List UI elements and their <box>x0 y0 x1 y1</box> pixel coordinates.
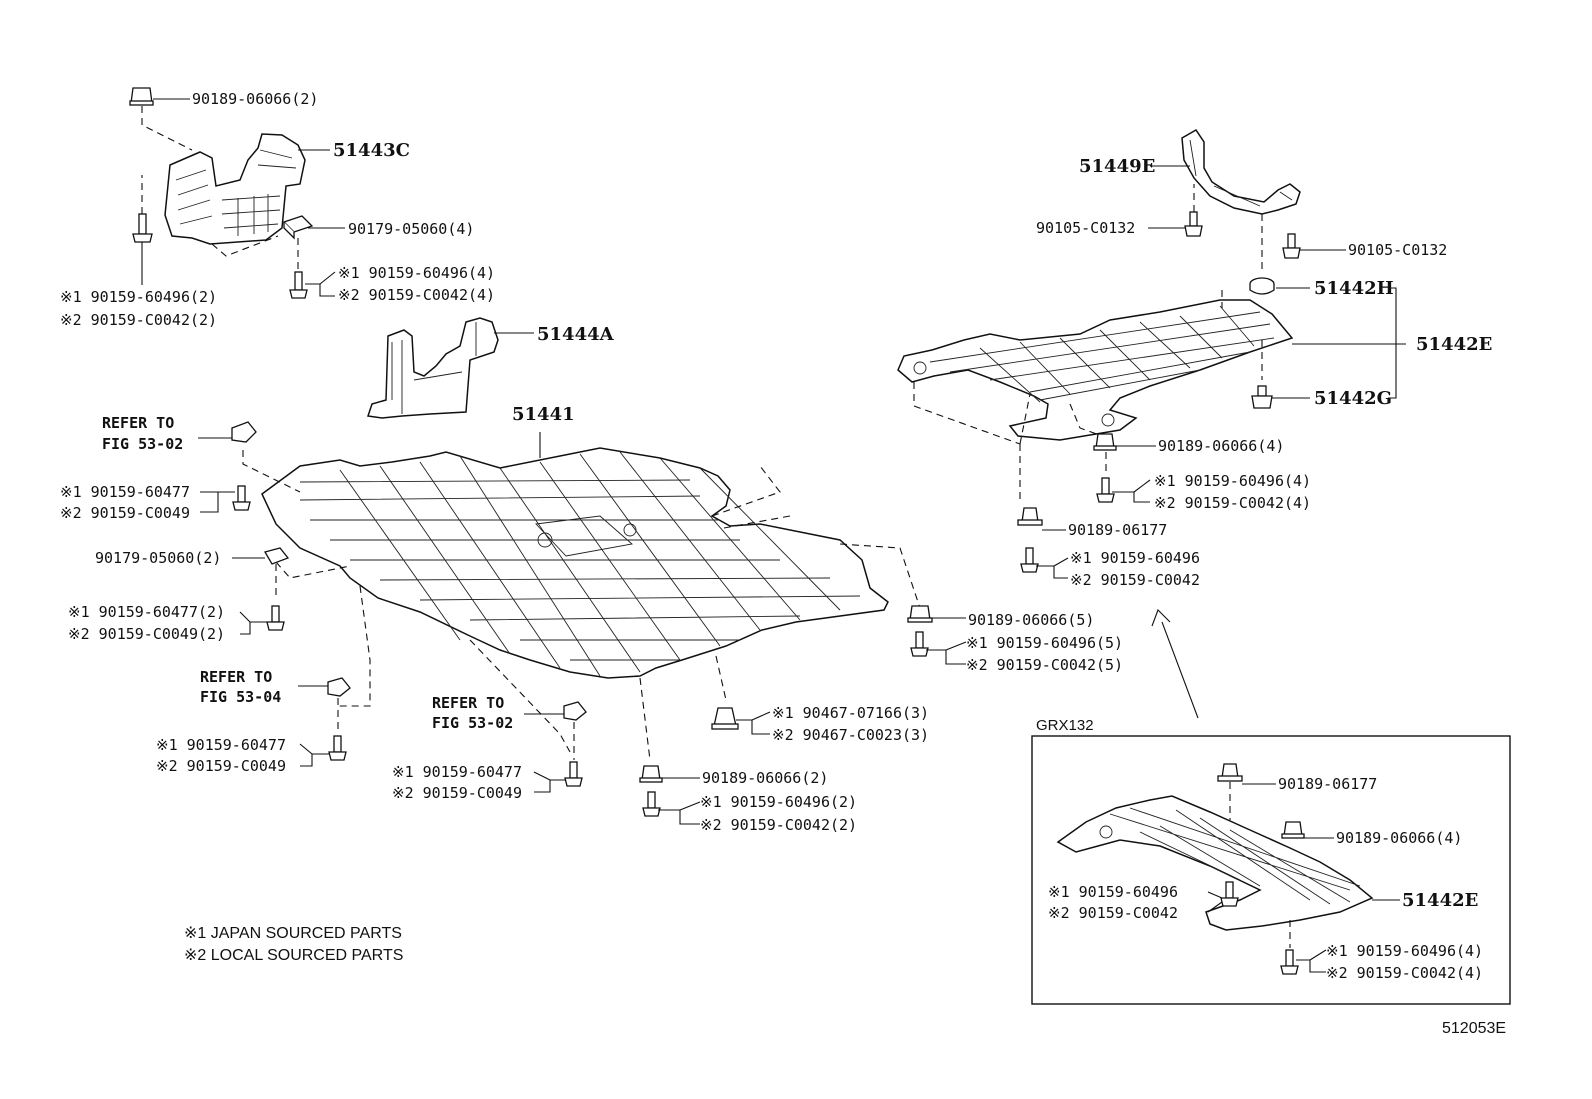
clip-90189-06177-tr <box>1017 507 1043 526</box>
label-refer-2a: REFER TO <box>200 668 272 686</box>
label-refer-1a: REFER TO <box>102 414 174 432</box>
under-cover-51442e-grx132 <box>1056 795 1374 931</box>
label-ml-j-60477-2: ※1 90159-60477(2) <box>68 603 225 621</box>
label-90179-05060-4: 90179-05060(4) <box>348 220 474 238</box>
arrow-to-inset <box>1151 609 1199 719</box>
label-51442g: 51442G <box>1314 388 1392 409</box>
label-tr-l-c0042: ※2 90159-C0042 <box>1070 571 1200 589</box>
label-tr-l-c0042-4: ※2 90159-C0042(4) <box>1154 494 1311 512</box>
bolt-90159-60496-grx <box>1220 881 1239 907</box>
label-bc-90189-2: 90189-06066(2) <box>702 769 828 787</box>
clip-refer-53-04 <box>327 677 351 697</box>
label-refer-2b: FIG 53-04 <box>200 688 281 706</box>
legend-japan-sourced: ※1 JAPAN SOURCED PARTS <box>184 925 402 942</box>
label-refer-3a: REFER TO <box>432 694 504 712</box>
label-51442h: 51442H <box>1314 278 1394 299</box>
label-bl-l-c0049: ※2 90159-C0049 <box>156 757 286 775</box>
bolt-90105-c0132-b <box>1282 233 1301 259</box>
clip-90189-06066-mr <box>907 605 933 623</box>
label-90105-b: 90105-C0132 <box>1348 241 1447 259</box>
label-51444a: 51444A <box>537 324 615 345</box>
spacer-51442h <box>1249 277 1275 295</box>
grx132-inset-box <box>1031 735 1511 1005</box>
under-cover-51441 <box>261 447 889 679</box>
label-mr-j-60496-5: ※1 90159-60496(5) <box>966 634 1123 652</box>
clip-90189-06066-top <box>129 87 154 106</box>
bolt-90159-60496-4-grx <box>1280 949 1299 975</box>
label-grx-90189-06177: 90189-06177 <box>1278 775 1377 793</box>
label-grx-l-c0042: ※2 90159-C0042 <box>1048 904 1178 922</box>
bolt-90159-60496-tl-right <box>289 271 308 299</box>
label-mr-90189-5: 90189-06066(5) <box>968 611 1094 629</box>
label-90189-06066-2-top: 90189-06066(2) <box>192 90 318 108</box>
bolt-90159-60477-c <box>564 761 583 787</box>
label-bc-j-60496-2: ※1 90159-60496(2) <box>700 793 857 811</box>
bolt-90105-c0132-a <box>1184 211 1203 237</box>
bolt-90159-60477-a <box>232 485 251 511</box>
label-ml-l-c0049: ※2 90159-C0049 <box>60 504 190 522</box>
bolt-90159-60496-bc <box>642 791 661 817</box>
under-cover-51442e <box>897 299 1294 441</box>
label-ml-j-60477: ※1 90159-60477 <box>60 483 190 501</box>
label-bc-l-c0042-2: ※2 90159-C0042(2) <box>700 816 857 834</box>
bolt-90159-60496-tl-left <box>132 213 153 243</box>
bolt-90159-60477-b <box>328 735 347 761</box>
diagram-code: 512053E <box>1442 1020 1506 1037</box>
cover-51444a <box>367 317 499 419</box>
label-tl-j-bolt2: ※1 90159-60496(2) <box>60 288 217 306</box>
cover-51443c <box>164 133 306 245</box>
label-grx-51442e: 51442E <box>1402 890 1478 911</box>
label-51441: 51441 <box>512 404 575 425</box>
label-90179-05060-2: 90179-05060(2) <box>95 549 221 567</box>
clip-90189-06177-grx <box>1217 763 1243 782</box>
label-refer-1b: FIG 53-02 <box>102 435 183 453</box>
label-90105-a: 90105-C0132 <box>1036 219 1135 237</box>
bolt-90159-60477-2 <box>266 605 285 631</box>
label-grx-l-c0042-4: ※2 90159-C0042(4) <box>1326 964 1483 982</box>
legend-local-sourced: ※2 LOCAL SOURCED PARTS <box>184 947 403 964</box>
label-grx-j-60496-4: ※1 90159-60496(4) <box>1326 942 1483 960</box>
label-tl-j-bolt4: ※1 90159-60496(4) <box>338 264 495 282</box>
clip-refer-53-02-center <box>563 701 587 721</box>
label-tr-j-60496: ※1 90159-60496 <box>1070 549 1200 567</box>
label-tl-l-bolt4: ※2 90159-C0042(4) <box>338 286 495 304</box>
clip-90189-06066-tr <box>1093 433 1117 451</box>
nut-90179-05060-4 <box>282 215 314 240</box>
label-refer-3b: FIG 53-02 <box>432 714 513 732</box>
label-90467-l: ※2 90467-C0023(3) <box>772 726 929 744</box>
nut-90179-05060-2 <box>264 547 290 565</box>
label-tr-90189-4: 90189-06066(4) <box>1158 437 1284 455</box>
label-90467-j: ※1 90467-07166(3) <box>772 704 929 722</box>
label-ml-l-c0049-2: ※2 90159-C0049(2) <box>68 625 225 643</box>
label-tr-j-60496-4: ※1 90159-60496(4) <box>1154 472 1311 490</box>
bolt-90159-60496-tr <box>1096 477 1115 503</box>
bolt-90159-60496-mr <box>910 631 929 657</box>
clip-refer-53-02-left <box>231 421 257 443</box>
label-bl-j-60477: ※1 90159-60477 <box>156 736 286 754</box>
label-51443c: 51443C <box>333 140 410 161</box>
label-tl-l-bolt2: ※2 90159-C0042(2) <box>60 311 217 329</box>
clip-90467 <box>711 707 739 730</box>
bolt-90159-60496-tr2 <box>1020 547 1039 573</box>
label-51449e: 51449E <box>1079 156 1155 177</box>
bracket-51449e <box>1181 129 1301 215</box>
label-mr-l-c0042-5: ※2 90159-C0042(5) <box>966 656 1123 674</box>
clip-90189-06066-grx <box>1281 821 1305 839</box>
label-bc-j-60477: ※1 90159-60477 <box>392 763 522 781</box>
clip-90189-06066-bc <box>639 765 663 783</box>
label-bc-l-c0049: ※2 90159-C0049 <box>392 784 522 802</box>
label-tr-90189-06177: 90189-06177 <box>1068 521 1167 539</box>
label-grx132: GRX132 <box>1036 717 1094 734</box>
label-grx-j-60496: ※1 90159-60496 <box>1048 883 1178 901</box>
spacer-51442g <box>1251 385 1273 409</box>
label-grx-90189-4: 90189-06066(4) <box>1336 829 1462 847</box>
label-51442e: 51442E <box>1416 334 1492 355</box>
